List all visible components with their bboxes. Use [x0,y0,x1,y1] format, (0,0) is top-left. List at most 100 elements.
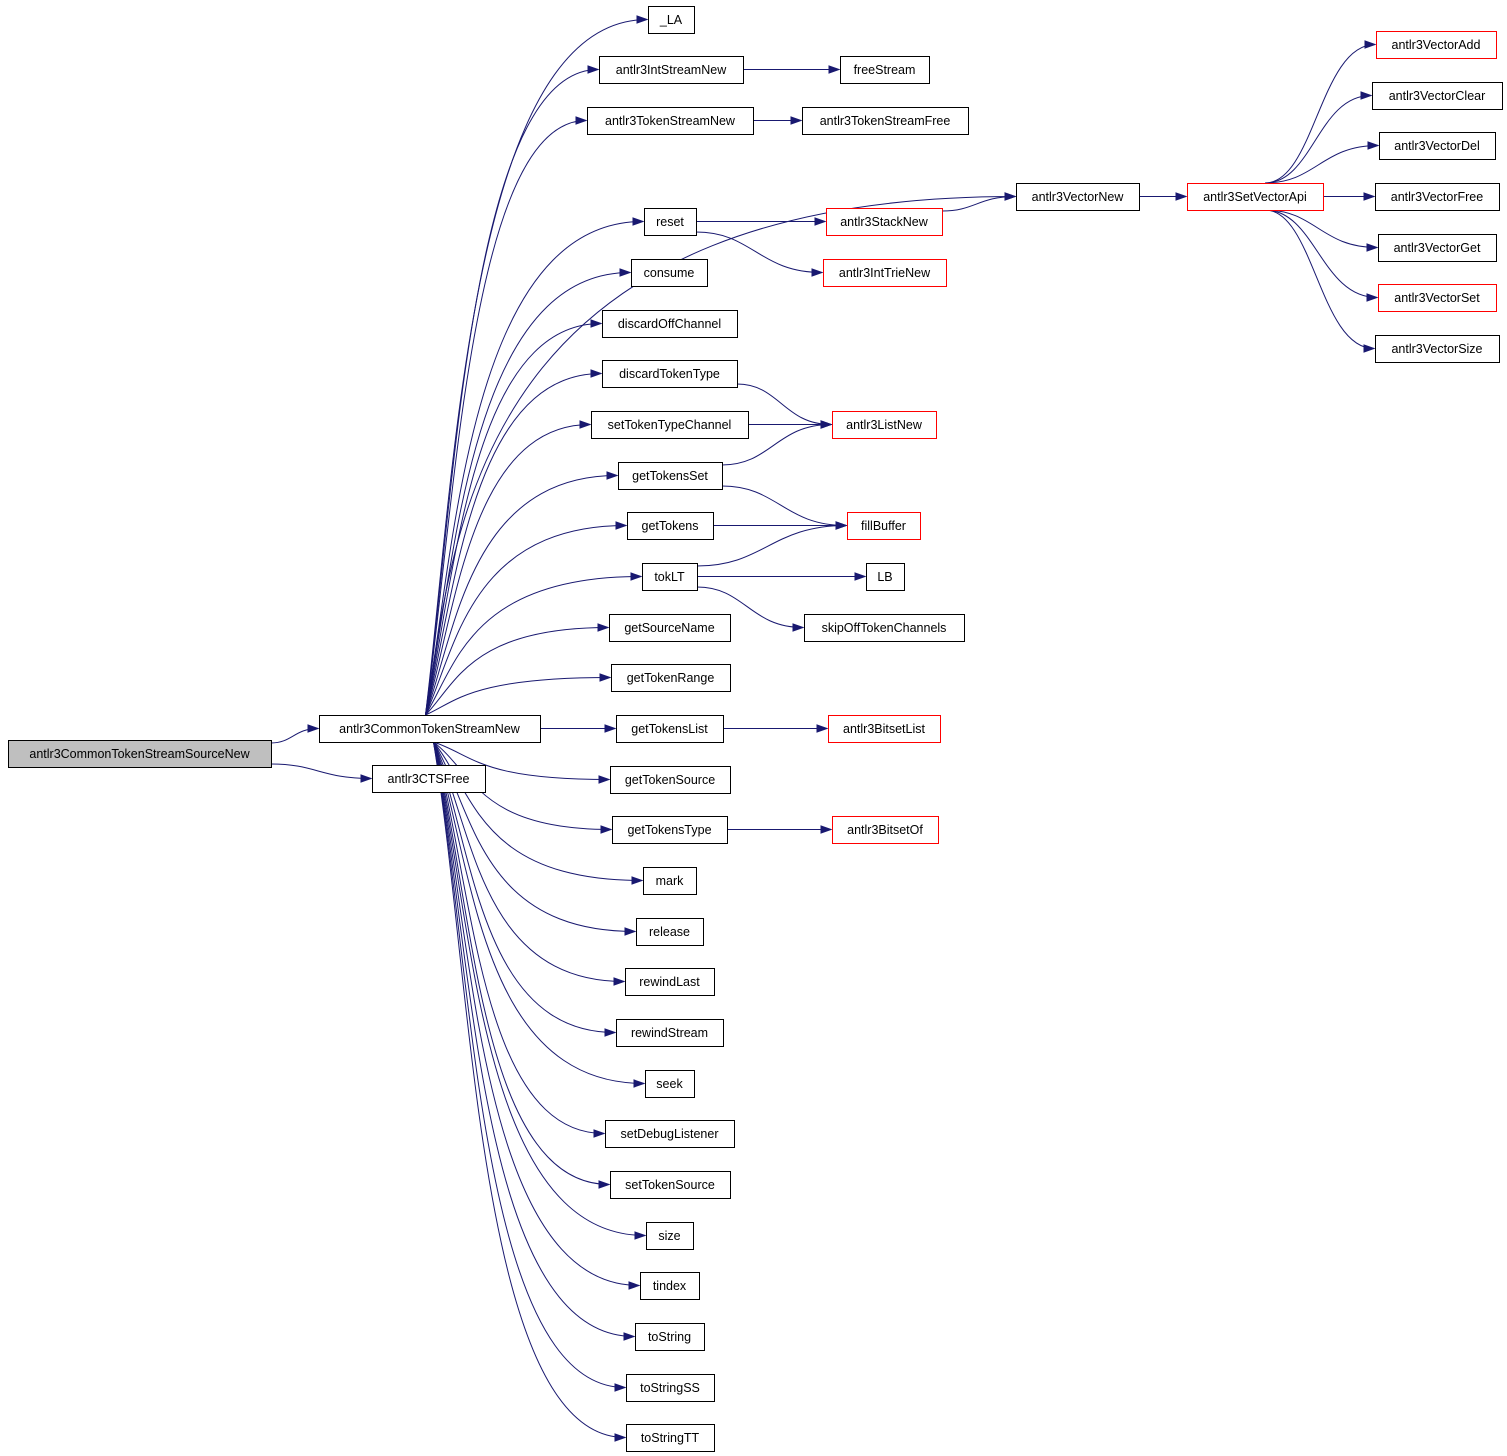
node-size[interactable]: size [646,1222,694,1250]
node-bitsetList[interactable]: antlr3BitsetList [828,715,941,743]
arrow-head [630,572,643,581]
edge-setVectorApi-to-vectorDel [1264,141,1380,184]
node-toString[interactable]: toString [635,1323,705,1351]
edge-line [721,485,847,526]
node-release[interactable]: release [636,918,704,946]
edge-line [721,424,832,466]
edge-intStreamNew-to-freeStream [743,65,841,74]
node-label: getTokensType [627,823,711,837]
node-box [832,816,939,844]
edge-line [425,373,602,716]
node-box [372,765,486,793]
node-getSourceName[interactable]: getSourceName [609,614,731,642]
edge-line [425,576,642,716]
edge-line [1264,209,1375,349]
edge-getTokensSet-to-listNew [721,420,833,466]
node-setTokenTypeChannel[interactable]: setTokenTypeChannel [591,411,749,439]
node-box [646,1222,694,1250]
node-discardTokenType[interactable]: discardTokenType [602,360,738,388]
node-mark[interactable]: mark [643,867,697,895]
node-getTokensSet[interactable]: getTokensSet [618,462,723,490]
node-getTokensList[interactable]: getTokensList [616,715,724,743]
node-tokLT[interactable]: tokLT [642,563,698,591]
arrow-head [624,927,637,936]
edge-line [425,69,599,716]
node-box [610,1171,731,1199]
arrow-head [590,369,603,378]
node-label: freeStream [854,63,916,77]
node-box [616,1019,724,1047]
node-box [802,107,969,135]
node-fillBuffer[interactable]: fillBuffer [847,512,921,540]
node-seek[interactable]: seek [645,1070,695,1098]
node-listNew[interactable]: antlr3ListNew [832,411,937,439]
node-box [832,411,937,439]
node-label: size [658,1229,680,1243]
node-vectorSet[interactable]: antlr3VectorSet [1378,284,1497,312]
node-consume[interactable]: consume [631,259,708,287]
node-box [648,6,695,34]
node-label: antlr3VectorFree [1391,190,1483,204]
node-discardOffChannel[interactable]: discardOffChannel [602,310,738,338]
node-box [1187,183,1324,211]
node-label: rewindLast [639,975,700,989]
node-rewindStream[interactable]: rewindStream [616,1019,724,1047]
edge-line [941,196,1016,212]
arrow-head [579,420,592,429]
node-intStreamNew[interactable]: antlr3IntStreamNew [599,56,744,84]
node-getTokenRange[interactable]: getTokenRange [611,664,731,692]
node-root[interactable]: antlr3CommonTokenStreamSourceNew [8,740,272,768]
node-box [1376,31,1497,59]
node-reset[interactable]: reset [644,208,697,236]
node-box [626,1374,715,1402]
edge-ctsNew-to-discardOffChannel [425,319,603,716]
edge-line [1264,209,1378,298]
node-vectorClear[interactable]: antlr3VectorClear [1372,82,1503,110]
node-getTokenSource[interactable]: getTokenSource [610,766,731,794]
node-tokenStreamFree[interactable]: antlr3TokenStreamFree [802,107,969,135]
edge-line [1264,145,1379,184]
node-vectorNew[interactable]: antlr3VectorNew [1016,183,1140,211]
node-bitsetOf[interactable]: antlr3BitsetOf [832,816,939,844]
node-tokenStreamNew[interactable]: antlr3TokenStreamNew [587,107,754,135]
node-setTokenSource[interactable]: setTokenSource [610,1171,731,1199]
arrow-head [1366,243,1379,252]
node-label: getSourceName [624,621,714,635]
edge-ctsNew-to-toString [433,741,636,1341]
node-la[interactable]: _LA [648,6,695,34]
node-toStringSS[interactable]: toStringSS [626,1374,715,1402]
node-vectorSize[interactable]: antlr3VectorSize [1375,335,1500,363]
node-vectorAdd[interactable]: antlr3VectorAdd [1376,31,1497,59]
node-freeStream[interactable]: freeStream [840,56,930,84]
node-box [1379,132,1496,160]
node-label: antlr3StackNew [840,215,929,229]
node-getTokens[interactable]: getTokens [627,512,714,540]
node-getTokensType[interactable]: getTokensType [612,816,728,844]
edge-line [425,120,587,716]
node-tindex[interactable]: tindex [640,1272,700,1300]
edge-line [425,677,611,716]
node-toStringTT[interactable]: toStringTT [626,1424,715,1452]
arrow-head [820,420,833,429]
edge-ctsNew-to-reset [425,217,645,716]
node-intTrieNew[interactable]: antlr3IntTrieNew [823,259,947,287]
node-ctsFree[interactable]: antlr3CTSFree [372,765,486,793]
node-vectorDel[interactable]: antlr3VectorDel [1379,132,1496,160]
node-box [644,208,697,236]
node-skipOffTokenChannels[interactable]: skipOffTokenChannels [804,614,965,642]
node-stackNew[interactable]: antlr3StackNew [826,208,943,236]
node-box [642,563,698,591]
node-label: skipOffTokenChannels [822,621,947,635]
node-lb[interactable]: LB [866,563,905,591]
edge-setVectorApi-to-vectorAdd [1264,40,1377,184]
node-vectorFree[interactable]: antlr3VectorFree [1375,183,1500,211]
node-rewindLast[interactable]: rewindLast [625,968,715,996]
node-setVectorApi[interactable]: antlr3SetVectorApi [1187,183,1324,211]
node-box [1378,284,1497,312]
node-ctsNew[interactable]: antlr3CommonTokenStreamNew [319,715,541,743]
edge-line [433,741,645,1084]
node-label: tindex [653,1279,687,1293]
node-vectorGet[interactable]: antlr3VectorGet [1378,234,1497,262]
edge-line [425,525,627,716]
node-setDebugListener[interactable]: setDebugListener [605,1120,735,1148]
